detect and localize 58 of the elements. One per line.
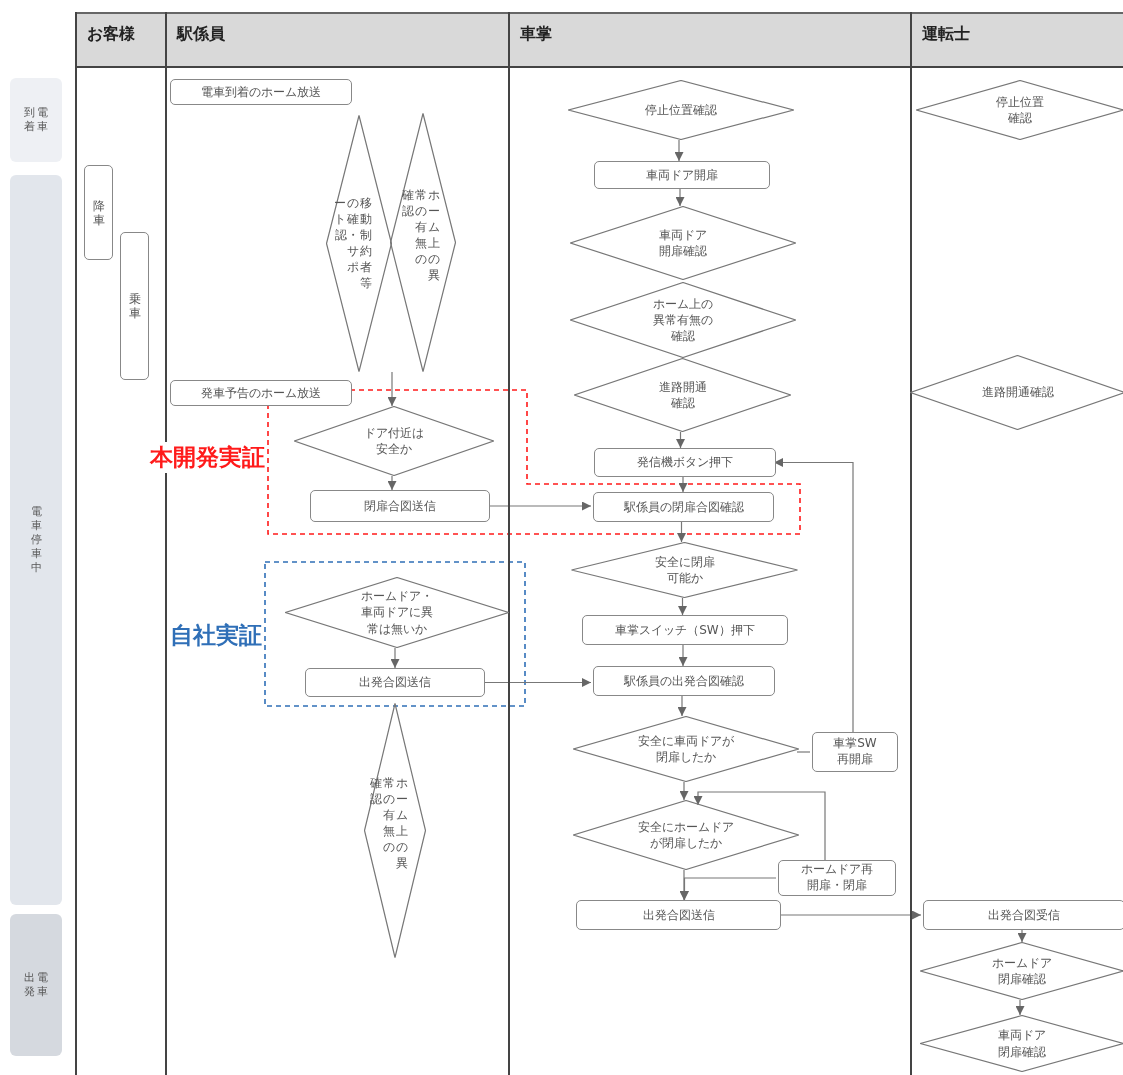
process-box: 車掌SW再開扉 bbox=[812, 732, 898, 772]
decision-diamond: ホームドア閉扉確認 bbox=[920, 942, 1123, 1000]
arrow bbox=[693, 791, 826, 861]
decision-diamond: 進路開通確認 bbox=[574, 358, 791, 432]
arrow bbox=[677, 521, 686, 543]
decision-diamond: 移動制約者等の確認・サポート bbox=[326, 115, 392, 372]
arrow bbox=[676, 431, 685, 449]
decision-diamond: ホームドア・車両ドアに異常は無いか bbox=[285, 577, 509, 648]
arrow bbox=[1017, 929, 1027, 943]
process-box: 出発合図受信 bbox=[923, 900, 1123, 930]
process-box: 電車到着のホーム放送 bbox=[170, 79, 352, 105]
process-box: 出発合図送信 bbox=[576, 900, 781, 930]
decision-diamond: 車両ドア開扉確認 bbox=[570, 206, 796, 280]
lane-header: 車掌 bbox=[510, 12, 910, 68]
arrow bbox=[678, 644, 688, 667]
swimlane bbox=[910, 12, 1123, 1075]
process-box: 発車予告のホーム放送 bbox=[170, 380, 352, 406]
arrow bbox=[674, 139, 684, 162]
process-box: 出発合図送信 bbox=[305, 668, 485, 697]
decision-diamond: 停止位置確認 bbox=[568, 80, 794, 140]
arrow bbox=[679, 781, 689, 801]
decision-diamond: 車両ドア閉扉確認 bbox=[920, 1015, 1123, 1072]
decision-diamond: 安全にホームドアが閉扉したか bbox=[573, 800, 799, 870]
decision-diamond: ドア付近は安全か bbox=[294, 406, 494, 476]
arrow bbox=[678, 597, 687, 616]
arrow bbox=[387, 371, 397, 407]
arrow bbox=[387, 475, 397, 491]
decision-diamond: ホーム上の異常有無の確認 bbox=[570, 282, 796, 358]
lane-header: 運転士 bbox=[912, 12, 1123, 68]
process-box: 駅係員の閉扉合図確認 bbox=[593, 492, 774, 522]
arrow bbox=[678, 476, 688, 493]
phase-band: 電車到着 bbox=[10, 78, 62, 162]
arrow bbox=[677, 695, 687, 717]
arrow bbox=[1015, 999, 1025, 1016]
arrow bbox=[680, 877, 777, 901]
region-label: 本開発実証 bbox=[150, 442, 265, 473]
phase-band: 電車出発 bbox=[10, 914, 62, 1056]
process-box: 駅係員の出発合図確認 bbox=[593, 666, 775, 696]
swimlane bbox=[508, 12, 910, 1075]
lane-header: お客様 bbox=[77, 12, 165, 68]
process-box: 発信機ボタン押下 bbox=[594, 448, 776, 477]
arrow bbox=[390, 647, 400, 669]
decision-diamond: 停止位置確認 bbox=[916, 80, 1123, 140]
decision-diamond: 進路開通確認 bbox=[910, 355, 1123, 430]
arrow bbox=[675, 188, 685, 207]
process-box: ホームドア再開扉・閉扉 bbox=[778, 860, 896, 896]
lane-header: 駅係員 bbox=[167, 12, 508, 68]
decision-diamond: 安全に閉扉可能か bbox=[571, 542, 798, 598]
decision-diamond: ホーム上の異常の有無の確認 bbox=[364, 703, 426, 958]
process-box: 乗車 bbox=[120, 232, 149, 380]
decision-diamond: 安全に車両ドアが閉扉したか bbox=[573, 716, 799, 782]
process-box: 降車 bbox=[84, 165, 113, 260]
process-box: 車両ドア開扉 bbox=[594, 161, 770, 189]
phase-band: 電車停車中 bbox=[10, 175, 62, 905]
connector-line bbox=[796, 751, 811, 753]
process-box: 閉扉合図送信 bbox=[310, 490, 490, 522]
decision-diamond: ホーム上の異常の有無の確認 bbox=[390, 113, 456, 372]
process-box: 車掌スイッチ（SW）押下 bbox=[582, 615, 788, 645]
